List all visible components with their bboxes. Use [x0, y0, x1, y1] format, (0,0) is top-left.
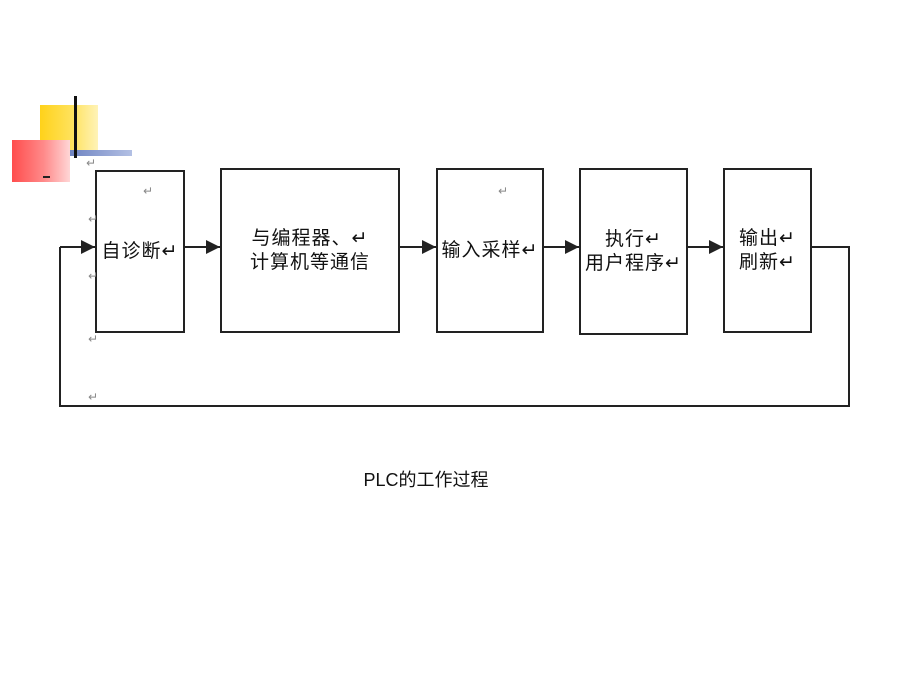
return-mark: ↵ — [86, 156, 97, 170]
box-text: 用户程序↵ — [585, 251, 682, 274]
box-text: 计算机等通信 — [249, 250, 370, 273]
box-output-refresh: 输出↵ 刷新↵ — [723, 168, 812, 333]
return-mark: ↵ — [143, 184, 154, 198]
box-communication: 与编程器、↵ 计算机等通信 — [220, 168, 400, 333]
return-mark: ↵ — [88, 332, 99, 346]
decor-blue-bar — [70, 150, 132, 156]
diagram-caption: PLC的工作过程 — [363, 470, 489, 490]
box-self-diagnosis: 自诊断↵ — [95, 170, 185, 333]
box-text: 自诊断↵ — [101, 239, 179, 262]
return-mark: ↵ — [498, 184, 509, 198]
box-text: 刷新↵ — [739, 250, 796, 273]
decor-vertical-line — [74, 96, 77, 158]
return-mark: ↵ — [88, 390, 99, 404]
box-text: 执行↵ — [605, 227, 662, 250]
box-text: 与编程器、↵ — [251, 226, 369, 249]
decor-red-square — [12, 140, 70, 182]
return-mark: ↵ — [88, 269, 99, 283]
box-text: 输出↵ — [739, 226, 796, 249]
feedback-loop — [59, 246, 850, 407]
box-execute-program: 执行↵ 用户程序↵ — [579, 168, 688, 335]
decor-dash — [43, 176, 50, 178]
box-text: 输入采样↵ — [441, 238, 539, 261]
return-mark: ↵ — [88, 212, 99, 226]
box-input-sampling: 输入采样↵ — [436, 168, 544, 333]
